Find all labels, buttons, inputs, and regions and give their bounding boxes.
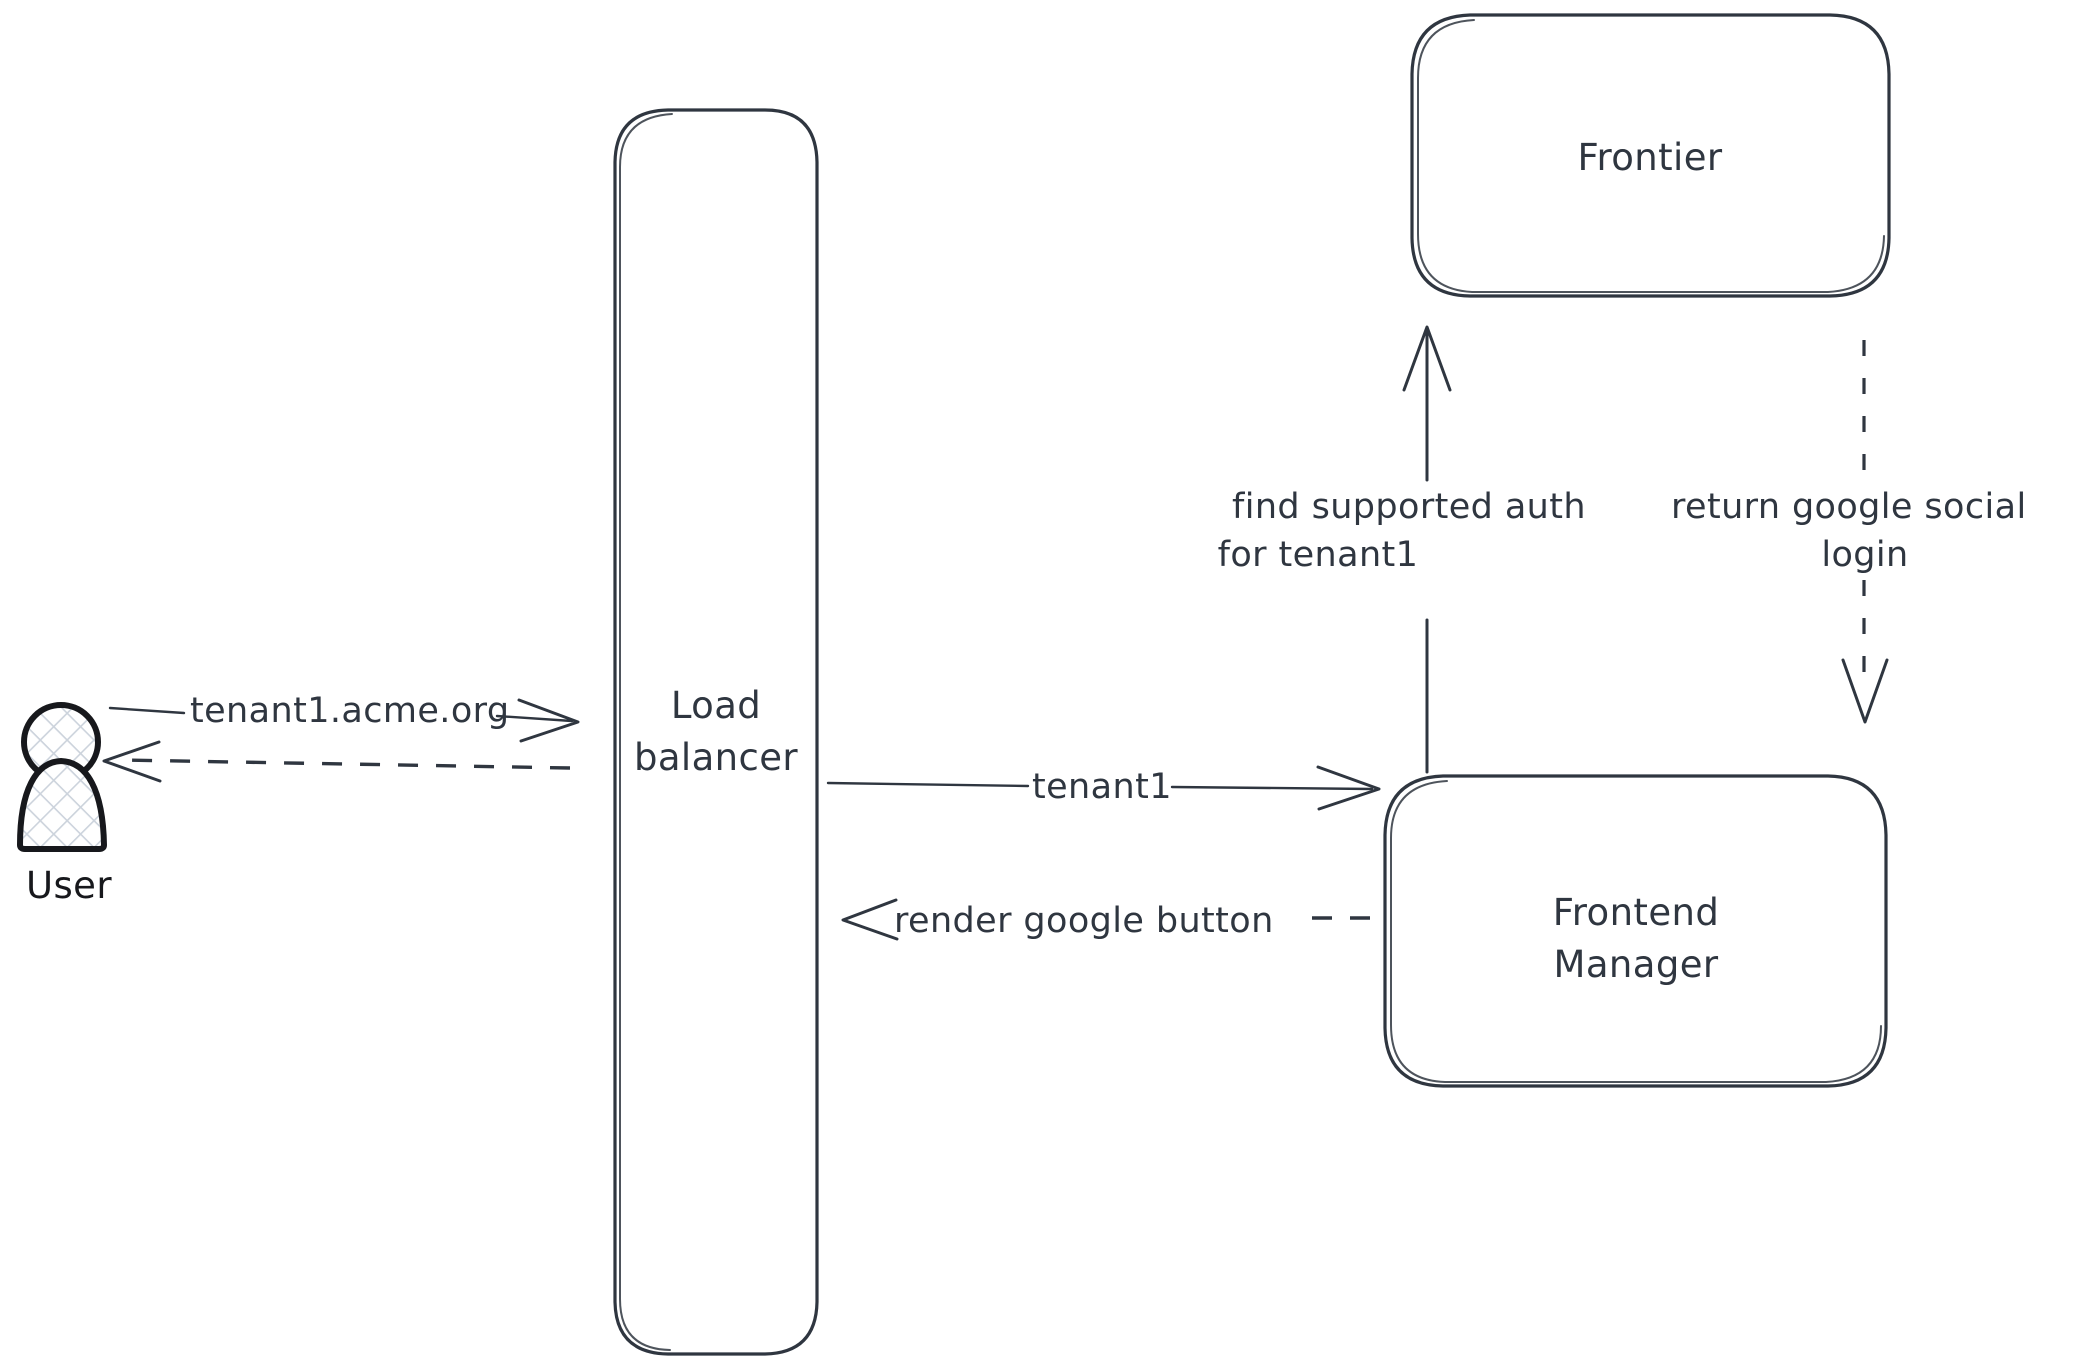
load-balancer-shape-sketch bbox=[619, 113, 673, 1351]
actor-user[interactable]: User bbox=[17, 702, 112, 907]
load-balancer-shape bbox=[613, 108, 819, 1356]
edge-fm-to-lb-arrowhead bbox=[841, 898, 899, 941]
edge-user-to-lb-line-right bbox=[495, 714, 574, 723]
edge-user-to-lb-arrowhead bbox=[517, 698, 580, 743]
edge-frontier-to-fm-label-line2: login bbox=[1821, 535, 1908, 575]
edge-user-to-load-balancer[interactable]: tenant1.acme.org bbox=[108, 691, 580, 743]
edge-frontier-to-frontend-manager[interactable]: return google social login bbox=[1671, 340, 2027, 724]
edge-fm-to-frontier-label-line2: for tenant1 bbox=[1218, 535, 1419, 575]
edge-lb-to-user-line bbox=[121, 758, 571, 770]
edge-frontier-to-fm-arrowhead bbox=[1841, 658, 1889, 724]
edge-load-balancer-to-frontend-manager[interactable]: tenant1 bbox=[826, 765, 1381, 811]
frontend-manager-shape-sketch bbox=[1390, 780, 1882, 1083]
edge-lb-to-fm-arrowhead bbox=[1316, 765, 1381, 811]
edge-user-to-lb-label: tenant1.acme.org bbox=[190, 691, 509, 731]
node-frontier[interactable]: Frontier bbox=[1410, 13, 1891, 298]
edge-fm-to-lb-label: render google button bbox=[894, 901, 1274, 941]
frontier-shape-sketch bbox=[1417, 19, 1885, 293]
edge-lb-to-fm-line-left bbox=[826, 781, 1030, 788]
frontend-manager-shape bbox=[1383, 774, 1888, 1088]
actor-user-label: User bbox=[26, 864, 112, 907]
edge-frontend-manager-to-frontier[interactable]: find supported auth for tenant1 bbox=[1218, 325, 1586, 774]
load-balancer-label-line2: balancer bbox=[634, 736, 798, 779]
edge-lb-to-fm-line-right bbox=[1170, 785, 1374, 791]
edge-frontend-manager-to-load-balancer[interactable]: render google button bbox=[841, 898, 1370, 941]
edge-user-to-lb-line-left bbox=[108, 706, 186, 715]
edge-load-balancer-to-user[interactable] bbox=[102, 740, 571, 783]
edge-lb-to-user-arrowhead bbox=[102, 740, 162, 783]
load-balancer-label-line1: Load bbox=[671, 684, 761, 727]
edge-lb-to-fm-label: tenant1 bbox=[1032, 767, 1172, 807]
node-load-balancer[interactable]: Load balancer bbox=[613, 108, 819, 1356]
node-frontend-manager[interactable]: Frontend Manager bbox=[1383, 774, 1888, 1088]
person-actor-body-icon bbox=[17, 758, 107, 852]
frontend-manager-label-line1: Frontend bbox=[1553, 891, 1719, 934]
frontend-manager-label-line2: Manager bbox=[1554, 943, 1719, 986]
edge-frontier-to-fm-label-line1: return google social bbox=[1671, 487, 2027, 527]
edge-fm-to-frontier-label-line1: find supported auth bbox=[1232, 487, 1586, 527]
frontier-shape bbox=[1410, 13, 1891, 298]
edge-fm-to-frontier-arrowhead bbox=[1402, 325, 1452, 392]
frontier-label: Frontier bbox=[1577, 136, 1722, 179]
